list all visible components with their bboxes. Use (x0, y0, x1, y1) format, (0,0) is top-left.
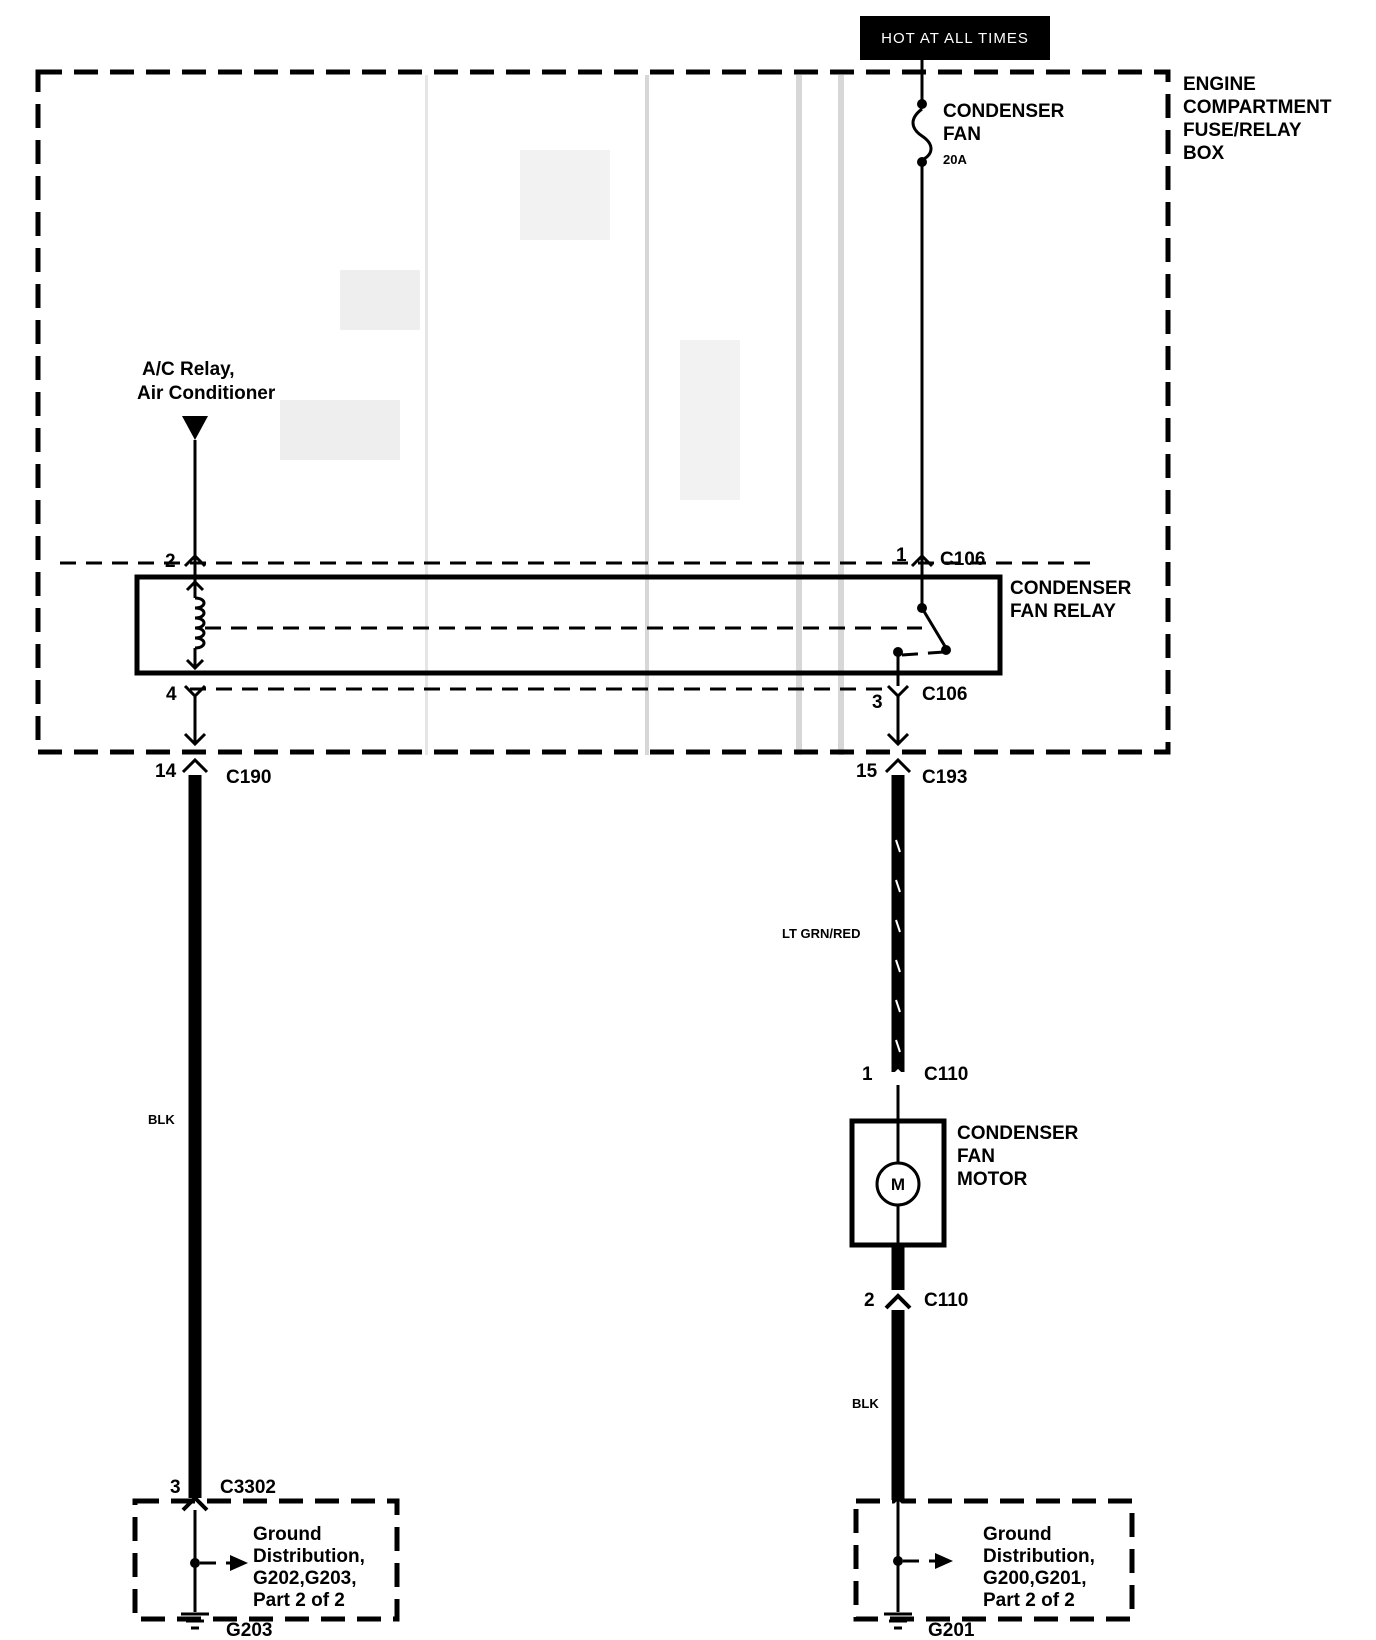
ac-relay-label-2: Air Conditioner (137, 383, 276, 404)
fuse-symbol (911, 107, 933, 162)
left-ground-pin-label: 3 (170, 1477, 181, 1498)
ac-relay-arrow-icon (182, 416, 208, 440)
c110-bottom-connector-icon (884, 1293, 912, 1310)
left-ground-label-2: Distribution, (253, 1546, 365, 1567)
c193-connector-icon (884, 757, 912, 774)
fuse-box-label-2: COMPARTMENT (1183, 97, 1332, 118)
c3302-connector-icon (181, 1495, 209, 1512)
left-ground-label-4: Part 2 of 2 (253, 1590, 345, 1611)
right-ground-symbol-icon (884, 1612, 912, 1630)
left-internal-arrow-icon (183, 732, 207, 747)
motor-label-3: MOTOR (957, 1169, 1028, 1190)
right-ground-distribution-box (853, 1498, 1135, 1622)
ac-relay-label-1: A/C Relay, (142, 359, 235, 380)
motor-pin-1-label: 1 (862, 1064, 873, 1085)
right-upper-wire-color-label: LT GRN/RED (782, 926, 860, 941)
hot-at-all-times-badge (860, 16, 1050, 60)
pin-14-label: 14 (155, 761, 177, 782)
fuse-bottom-terminal (917, 157, 927, 167)
coil-bottom-arrow-icon (185, 658, 205, 671)
connector-c190: C190 (226, 767, 271, 788)
relay-label-2: FAN RELAY (1010, 601, 1116, 622)
right-ground-splice (893, 1556, 903, 1566)
left-ground-id: G203 (226, 1620, 272, 1640)
right-ground-label-3: G200,G201, (983, 1568, 1087, 1589)
connector-c110-top: C110 (924, 1064, 968, 1085)
fuse-box-label-4: BOX (1183, 143, 1225, 164)
pin-1-label: 1 (896, 545, 907, 566)
connector-c106-top: C106 (940, 549, 985, 570)
fuse-rating: 20A (943, 152, 967, 167)
pin-3-label: 3 (872, 692, 883, 713)
pin-4-label: 4 (166, 684, 177, 705)
left-ground-distribution-box (132, 1498, 400, 1622)
pin-3-connector-icon (886, 684, 910, 699)
background-texture (280, 75, 844, 755)
motor-label-1: CONDENSER (957, 1123, 1079, 1144)
fuse-name-2: FAN (943, 124, 981, 145)
fuse-box-label-3: FUSE/RELAY (1183, 120, 1302, 141)
connector-c106-bottom: C106 (922, 684, 967, 705)
fuse-top-terminal (917, 99, 927, 109)
connector-c110-bottom: C110 (924, 1290, 968, 1311)
relay-coil-icon (194, 596, 206, 650)
right-ground-label-1: Ground (983, 1524, 1052, 1545)
right-ground-label-2: Distribution, (983, 1546, 1095, 1567)
hot-at-all-times-label: HOT AT ALL TIMES (881, 30, 1029, 47)
left-ground-label-1: Ground (253, 1524, 322, 1545)
right-lower-wire-color-label: BLK (852, 1396, 879, 1411)
pin-15-label: 15 (856, 761, 878, 782)
connector-c193: C193 (922, 767, 967, 788)
c110-top-connector-icon (884, 1068, 912, 1085)
left-ground-arrow-icon (230, 1555, 248, 1571)
motor-symbol-letter: M (891, 1175, 905, 1194)
right-ground-id: G201 (928, 1620, 975, 1640)
connector-c3302: C3302 (220, 1477, 276, 1498)
left-ground-splice (190, 1558, 200, 1568)
fuse-relay-box-outline (35, 69, 1171, 755)
motor-pin-2-label: 2 (864, 1290, 875, 1311)
condenser-fan-relay-box (134, 574, 1003, 676)
motor-label-2: FAN (957, 1146, 995, 1167)
left-ground-symbol-icon (181, 1612, 209, 1630)
left-wire-color-label: BLK (148, 1112, 175, 1127)
c190-connector-icon (181, 757, 209, 774)
left-ground-label-3: G202,G203, (253, 1568, 357, 1589)
switch-contact-dashed (901, 650, 945, 657)
fuse-box-label-1: ENGINE (1183, 74, 1256, 95)
ltgrn-stripe-marks (895, 839, 901, 1053)
right-ground-arrow-icon (935, 1553, 953, 1569)
right-ground-label-4: Part 2 of 2 (983, 1590, 1075, 1611)
coil-top-arrow-icon (185, 579, 205, 592)
fuse-name-1: CONDENSER (943, 101, 1065, 122)
relay-label-1: CONDENSER (1010, 578, 1132, 599)
relay-switch-arm (920, 607, 948, 649)
right-internal-arrow-icon (886, 732, 910, 747)
